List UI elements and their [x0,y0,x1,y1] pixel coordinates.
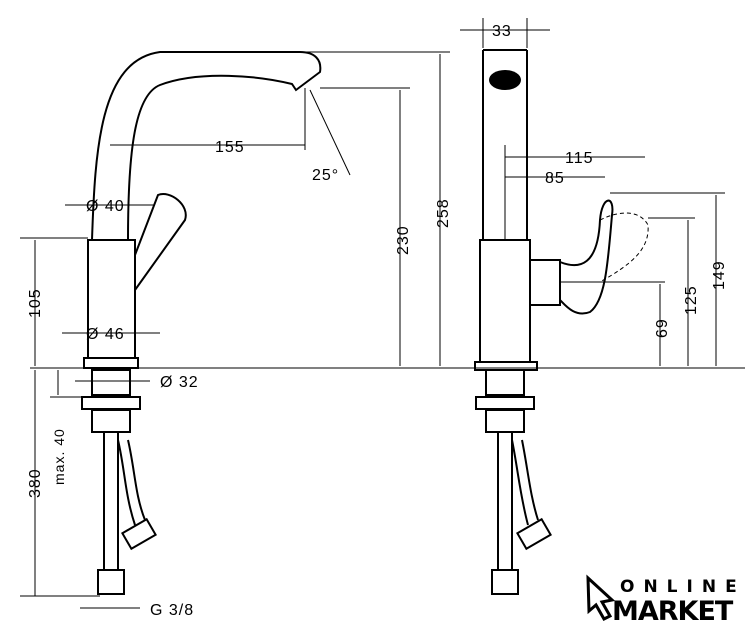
dim-125: 125 [683,285,700,315]
faucet-front-view [81,51,322,595]
online-market-logo: ONLINE MARKET [586,574,746,627]
dim-115: 115 [565,150,594,167]
dim-380: 380 [27,468,44,498]
dim-33: 33 [492,23,512,40]
dim-25deg: 25° [312,167,339,184]
dim-69: 69 [654,318,671,338]
dim-max-40: max. 40 [51,428,67,485]
dim-155: 155 [215,139,245,156]
faucet-side-view [474,49,649,595]
dim-258: 258 [435,198,452,228]
dim-diameter-32: Ø 32 [160,374,199,391]
dim-85: 85 [545,170,565,187]
cursor-icon [586,574,616,621]
dim-g-3-8: G 3/8 [150,602,194,619]
dim-105: 105 [27,288,44,318]
dim-diameter-40: Ø 40 [86,198,125,215]
dim-230: 230 [395,225,412,255]
dim-149: 149 [711,260,728,290]
dimension-lines [20,18,745,609]
logo-line1: ONLINE [620,577,746,597]
dim-diameter-46: Ø 46 [86,326,125,343]
logo-line2: MARKET [612,596,734,627]
